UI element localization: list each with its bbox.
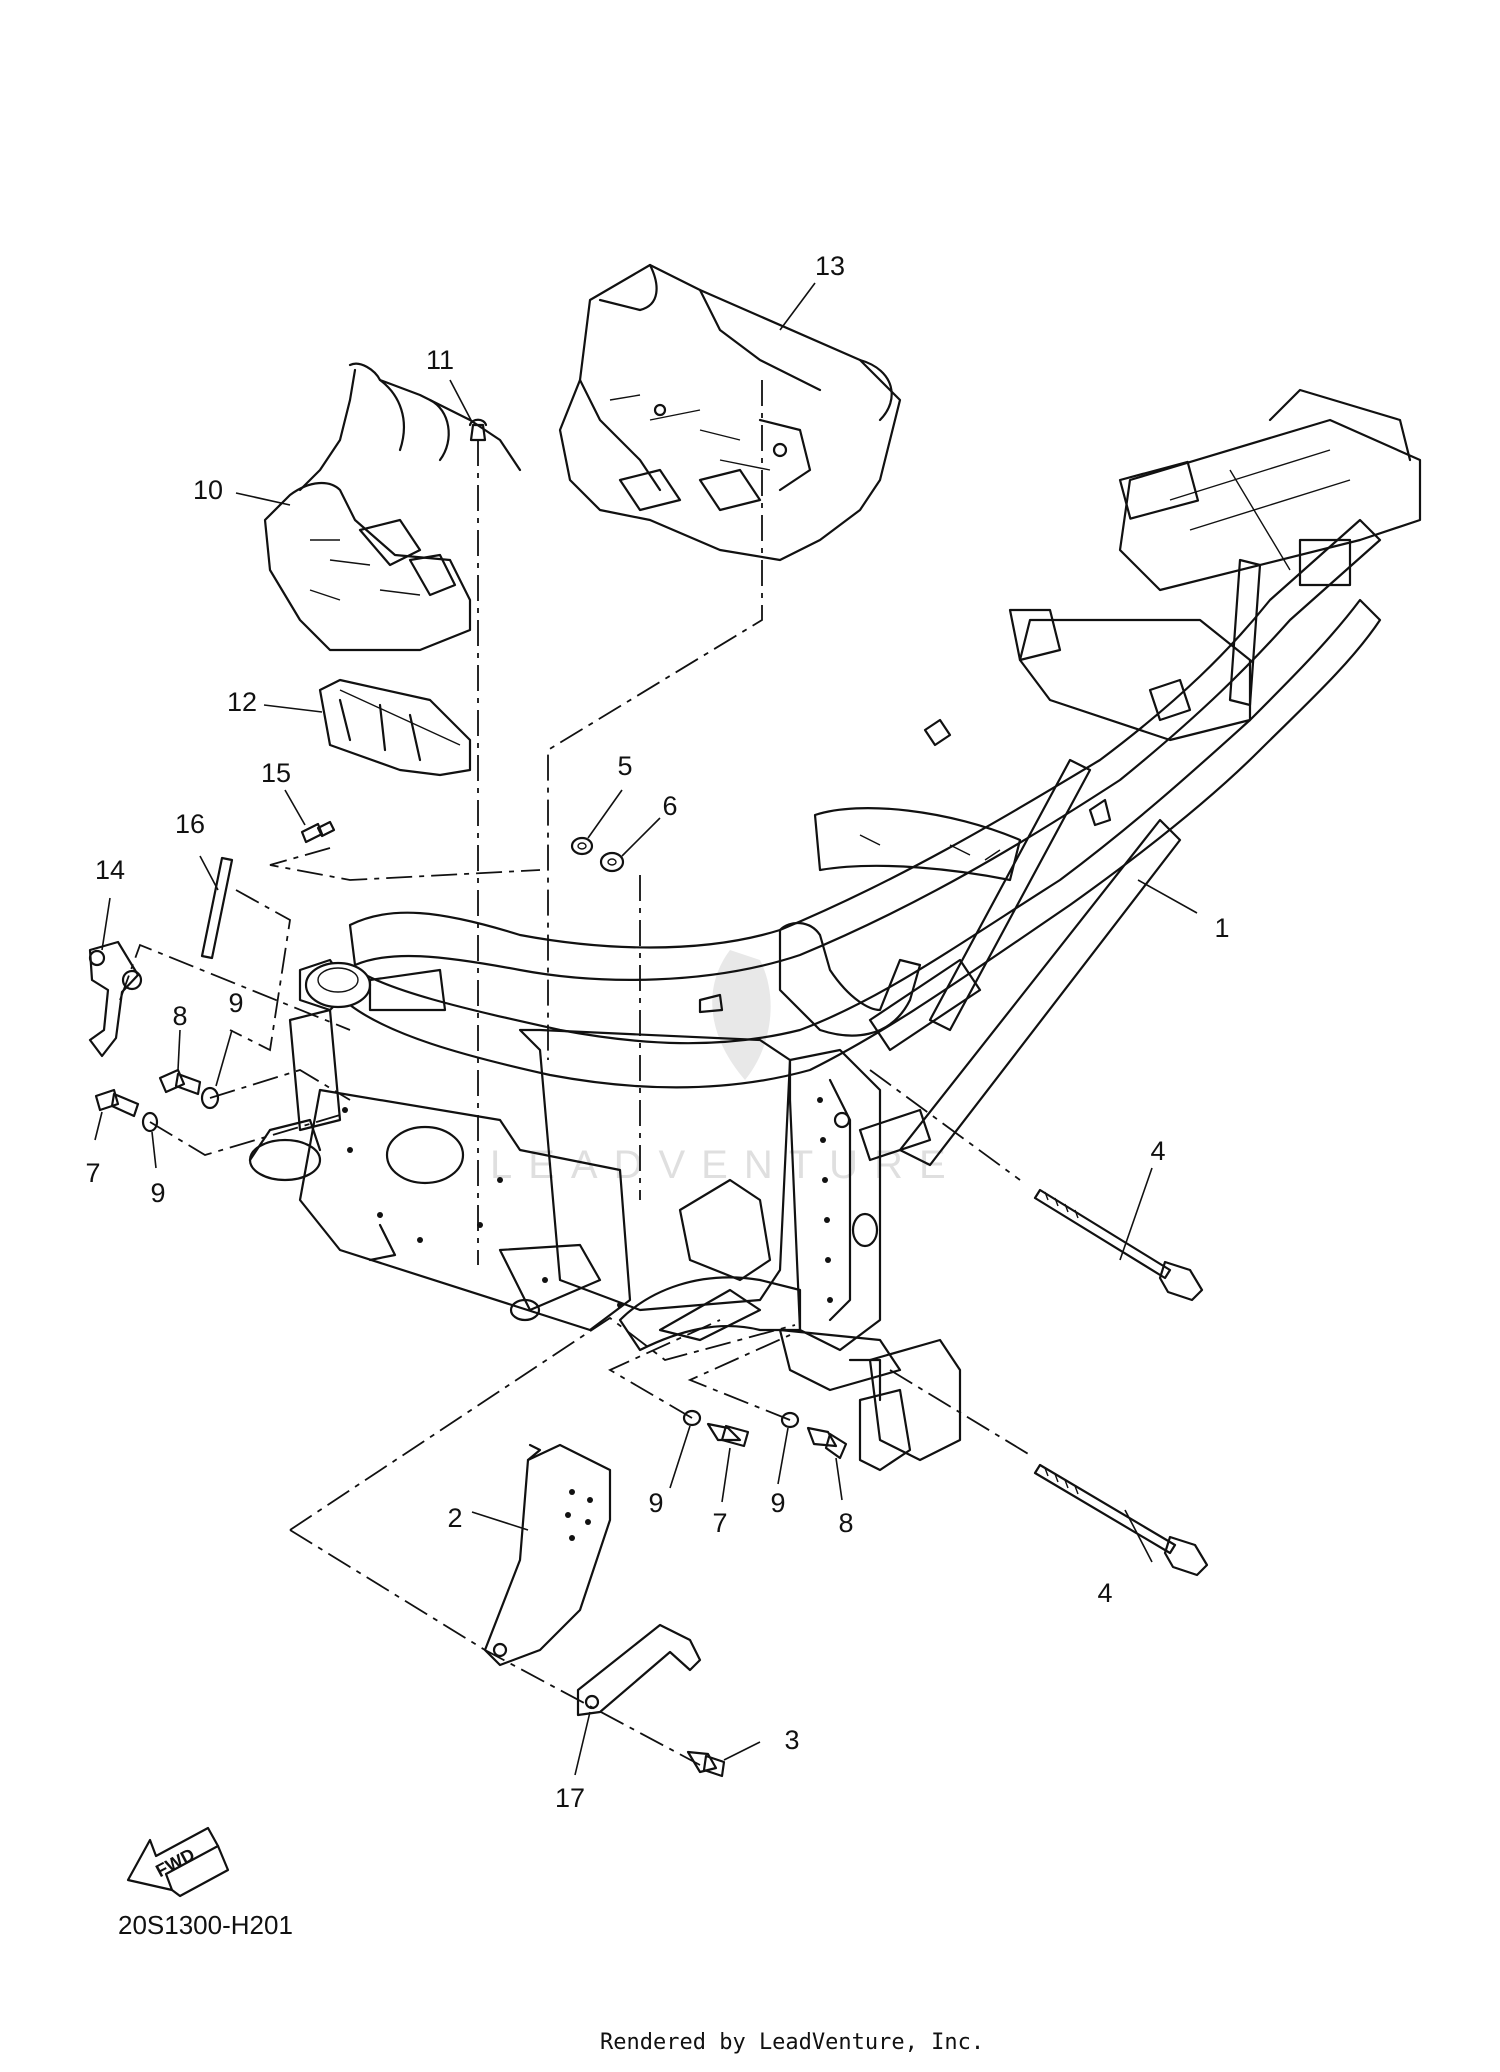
callout-17: 17 xyxy=(555,1783,585,1813)
callout-14: 14 xyxy=(95,855,125,885)
part-2-plate xyxy=(483,1443,612,1667)
part-9-washer-upper-2 xyxy=(141,1111,159,1133)
part-8-bolt-upper xyxy=(158,1068,202,1096)
callout-9-lower-2: 9 xyxy=(770,1488,785,1518)
part-13-cover xyxy=(558,263,902,562)
fwd-arrow-icon: FWD xyxy=(126,1826,230,1898)
part-4-bolt-lower xyxy=(1033,1463,1209,1577)
part-14-bracket xyxy=(88,940,143,1058)
callout-2: 2 xyxy=(447,1503,462,1533)
part-15-bolt xyxy=(300,820,336,844)
part-4-bolt-upper xyxy=(1033,1188,1204,1302)
fwd-label: FWD xyxy=(152,1844,198,1881)
callout-7-upper: 7 xyxy=(85,1158,100,1188)
watermark-text: LEADVENTURE xyxy=(490,1143,962,1187)
part-8-bolt-lower xyxy=(806,1426,848,1460)
callout-8-upper: 8 xyxy=(172,1001,187,1031)
part-9-washer-lower xyxy=(682,1409,702,1427)
part-7-bolt-lower xyxy=(706,1422,750,1448)
callout-15: 15 xyxy=(261,758,291,788)
callout-9-upper-2: 9 xyxy=(150,1178,165,1208)
part-7-bolt-upper xyxy=(94,1088,140,1118)
part-16-pin xyxy=(200,856,234,960)
callout-9-lower: 9 xyxy=(648,1488,663,1518)
part-12-box xyxy=(318,678,472,777)
part-10-cover xyxy=(263,362,522,652)
render-credit: Rendered by LeadVenture, Inc. xyxy=(600,2030,985,2055)
callout-9-upper: 9 xyxy=(228,988,243,1018)
part-9-washer-lower-2 xyxy=(780,1411,800,1429)
callout-4-upper: 4 xyxy=(1150,1136,1165,1166)
diagram-code: 20S1300-H201 xyxy=(118,1910,293,1940)
part-11-clip xyxy=(468,418,488,442)
callout-11: 11 xyxy=(426,345,454,375)
callout-13: 13 xyxy=(815,251,845,281)
callout-8-lower: 8 xyxy=(838,1508,853,1538)
part-17-bracket xyxy=(576,1623,702,1717)
callouts: 1 2 3 4 4 5 6 7 7 8 8 9 9 9 9 10 11 12 1… xyxy=(85,251,1229,1813)
part-9-washer-upper xyxy=(200,1086,220,1110)
part-3-bolt xyxy=(686,1750,726,1778)
part-1-frame xyxy=(248,388,1422,1472)
watermark: LEADVENTURE xyxy=(490,950,962,1187)
callout-1: 1 xyxy=(1214,913,1229,943)
callout-6: 6 xyxy=(662,791,677,821)
callout-12: 12 xyxy=(227,687,257,717)
part-5-nut xyxy=(570,836,594,856)
callout-4-lower: 4 xyxy=(1097,1578,1112,1608)
alignment-lines xyxy=(119,380,1031,1766)
callout-7-lower: 7 xyxy=(712,1508,727,1538)
callout-16: 16 xyxy=(175,809,205,839)
callout-3: 3 xyxy=(784,1725,799,1755)
leader-lines xyxy=(94,282,1198,1776)
callout-5: 5 xyxy=(617,751,632,781)
callout-10: 10 xyxy=(193,475,223,505)
part-6-washer xyxy=(599,851,625,873)
